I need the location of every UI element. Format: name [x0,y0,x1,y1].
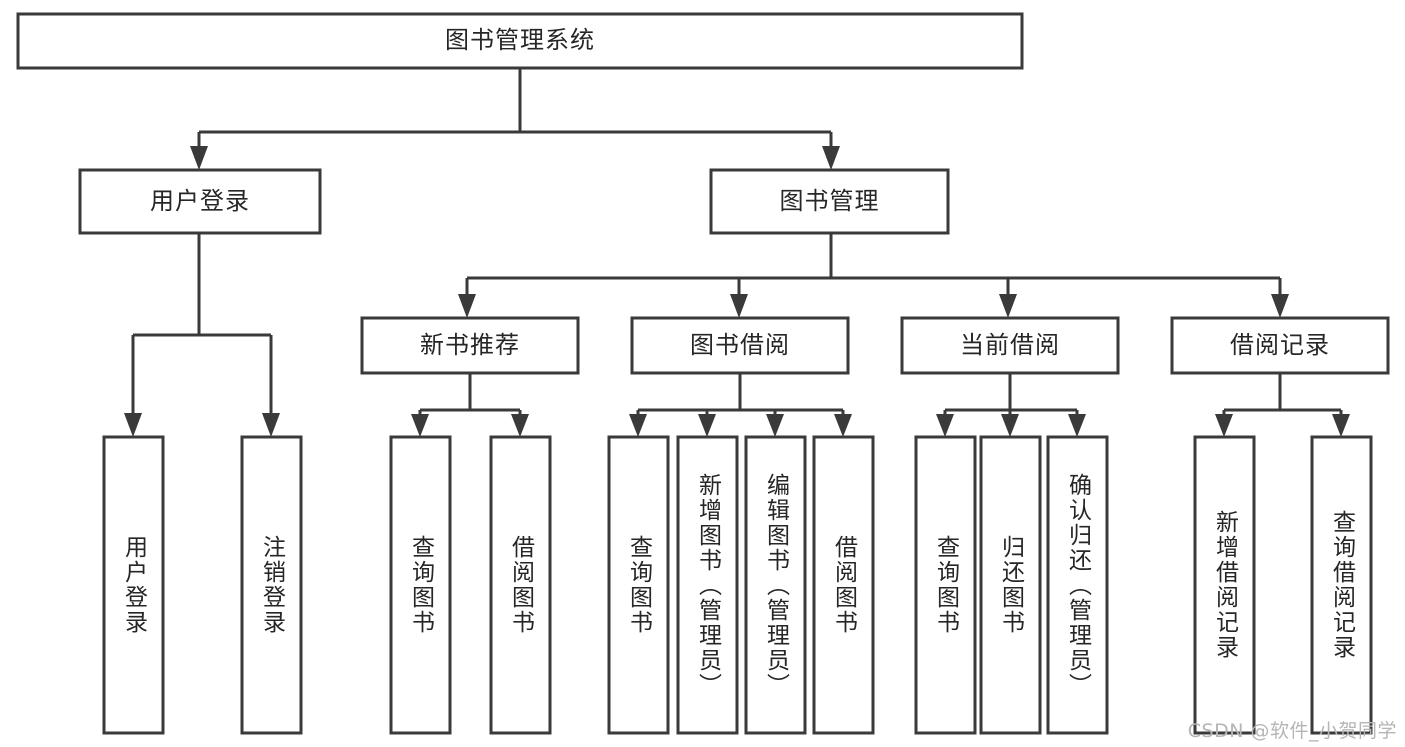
leaf-box-borrow-record-1[interactable] [1193,435,1256,735]
arrow-head-borrowrecord-leaf-2 [1332,414,1350,437]
connector-group-root-to-level2 [190,68,840,170]
leaf-box-borrow-record-2[interactable] [1310,435,1373,735]
arrow-head-bookborrow-leaf-4 [834,414,852,437]
leaf-box-book-borrow-4[interactable] [812,435,875,735]
connector-group-userlogin-to-leaves [124,233,280,437]
arrow-head-bookborrow-leaf-3 [766,414,784,437]
node-box-borrow-record[interactable] [1170,316,1390,375]
arrow-head-level3-4 [1271,294,1289,318]
arrow-head-userlogin-leaf-2 [262,413,280,437]
node-box-new-book-recommend[interactable] [360,316,580,375]
arrow-head-bookborrow-leaf-1 [629,414,647,437]
arrow-head-bookborrow-leaf-2 [698,414,716,437]
leaf-box-new-book-2[interactable] [489,435,552,735]
arrow-head-root-2 [822,146,840,170]
arrow-head-currentborrow-leaf-3 [1068,414,1086,437]
connector-group-bookborrow-to-leaves [629,373,852,437]
arrow-head-newbook-leaf-2 [511,414,529,437]
leaf-box-new-book-1[interactable] [389,435,452,735]
arrow-head-level3-2 [730,294,748,318]
leaf-box-book-borrow-2[interactable] [676,435,739,735]
connector-group-newbook-to-leaves [411,373,529,437]
leaf-box-book-borrow-3[interactable] [744,435,807,735]
connector-group-borrowrecord-to-leaves [1215,373,1350,437]
watermark-text: CSDN @软件_小贺同学 [1187,720,1397,742]
arrow-head-currentborrow-leaf-1 [936,414,954,437]
leaf-box-book-borrow-1[interactable] [607,435,670,735]
connector-group-currentborrow-to-leaves [936,373,1086,437]
arrow-head-level3-3 [999,294,1017,318]
arrow-head-level3-1 [458,294,476,318]
node-box-book-management[interactable] [709,168,950,235]
node-box-book-borrow[interactable] [630,316,850,375]
node-box-root[interactable] [16,12,1024,70]
arrow-head-currentborrow-leaf-2 [1001,414,1019,437]
leaf-box-current-borrow-2[interactable] [979,435,1042,735]
leaf-box-current-borrow-3[interactable] [1046,435,1109,735]
leaf-box-user-login-2[interactable] [240,435,303,735]
node-box-current-borrow[interactable] [900,316,1120,375]
arrow-head-root-1 [190,146,208,170]
leaf-box-current-borrow-1[interactable] [914,435,977,735]
connector-group-bookmgmt-to-level3 [458,233,1289,318]
leaf-box-user-login-1[interactable] [102,435,165,735]
arrow-head-newbook-leaf-1 [411,414,429,437]
arrow-head-borrowrecord-leaf-1 [1215,414,1233,437]
arrow-head-userlogin-leaf-1 [124,413,142,437]
node-box-user-login[interactable] [78,168,322,235]
